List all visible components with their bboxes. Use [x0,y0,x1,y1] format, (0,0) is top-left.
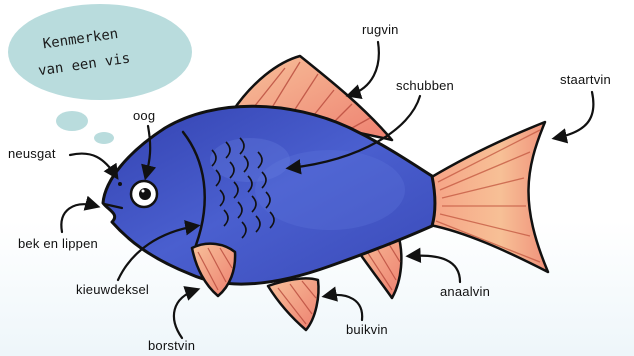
pelvic-fin [268,278,319,330]
label-oog: oog [133,108,155,123]
label-kieuwdeksel: kieuwdeksel [76,282,149,297]
nostril [118,182,122,186]
arrow-anaalvin [410,256,460,282]
label-rugvin: rugvin [362,22,399,37]
arrow-neusgat [70,154,116,176]
arrow-staartvin [556,92,593,138]
arrow-buikvin [326,295,362,320]
arrow-rugvin [350,42,379,95]
tail-fin [430,122,548,272]
arrow-bek [61,204,96,232]
label-borstvin: borstvin [148,338,195,353]
eye [131,181,157,207]
label-schubben: schubben [396,78,454,93]
label-neusgat: neusgat [8,146,56,161]
label-buikvin: buikvin [346,322,388,337]
pectoral-fin [192,244,235,296]
label-anaalvin: anaalvin [440,284,490,299]
arrow-borstvin [174,290,196,338]
label-staartvin: staartvin [560,72,611,87]
label-bek-en-lippen: bek en lippen [18,236,98,251]
